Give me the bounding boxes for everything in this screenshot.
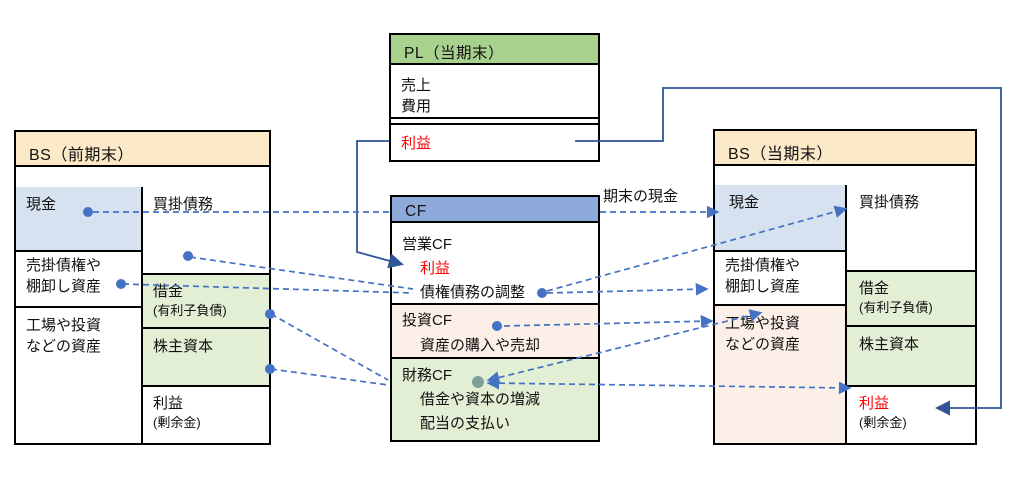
cf-operating-profit-label: 利益 — [420, 260, 451, 277]
bs-curr-receivables-line1: 売掛債権や — [725, 257, 801, 274]
pl-header: PL（当期末） — [391, 35, 598, 65]
pl-profit-cell: 利益 — [391, 123, 598, 160]
bs-curr-payables-cell: 買掛債務 — [847, 185, 975, 272]
bs-curr-cash-cell: 現金 — [715, 185, 847, 252]
bs-prev-receivables-line2: 棚卸し資産 — [26, 278, 102, 295]
bs-curr-debt-cell: 借金 (有利子負債) — [847, 272, 975, 327]
bs-curr-header: BS（当期末） — [715, 131, 975, 166]
bs-prev-profit-sub: (剰余金) — [153, 415, 201, 430]
bs-prev-receivables-line1: 売掛債権や — [26, 257, 102, 274]
bs-prev-plant-line1: 工場や投資 — [26, 317, 102, 334]
bs-curr-profit-label: 利益 — [859, 395, 890, 412]
cf-title: CF — [405, 203, 427, 220]
bs-prev-plant-cell: 工場や投資 などの資産 — [16, 308, 143, 443]
bs-curr-cash-label: 現金 — [729, 194, 760, 211]
pl-body-cell: 売上 費用 — [391, 68, 598, 119]
bs-curr-debt-sub: (有利子負債) — [859, 300, 933, 315]
bs-curr-equity-label: 株主資本 — [859, 336, 920, 353]
bs-prev-profit-cell: 利益 (剰余金) — [143, 387, 269, 443]
pl-profit-label: 利益 — [401, 135, 432, 152]
bs-curr-debt-label: 借金 — [859, 280, 890, 297]
cf-financing-detail2-label: 配当の支払い — [420, 415, 511, 432]
dashed-line-prev-equity-to-cf-financing — [270, 368, 389, 386]
cf-financing-detail1-label: 借金や資本の増減 — [420, 391, 541, 408]
cf-operating-section: 営業CF 利益 債権債務の調整 — [392, 229, 598, 305]
bs-prev-box: BS（前期末） 現金 売掛債権や 棚卸し資産 工場や投資 などの資産 買掛債務 … — [14, 130, 271, 445]
cf-financing-label: 財務CF — [402, 367, 452, 384]
period-end-cash-label: 期末の現金 — [603, 188, 679, 205]
cf-investing-section: 投資CF 資産の購入や売却 — [392, 305, 598, 359]
bs-curr-receivables-line2: 棚卸し資産 — [725, 278, 801, 295]
bs-curr-box: BS（当期末） 現金 売掛債権や 棚卸し資産 工場や投資 などの資産 買掛債務 … — [713, 129, 977, 445]
pl-box: PL（当期末） 売上 費用 利益 — [389, 33, 600, 162]
bs-prev-equity-label: 株主資本 — [153, 338, 214, 355]
bs-curr-plant-line1: 工場や投資 — [725, 315, 801, 332]
bs-prev-debt-cell: 借金 (有利子負債) — [143, 275, 269, 329]
bs-curr-profit-cell: 利益 (剰余金) — [847, 387, 975, 443]
bs-curr-payables-label: 買掛債務 — [859, 194, 920, 211]
pl-expenses-label: 費用 — [401, 98, 432, 115]
bs-prev-receivables-cell: 売掛債権や 棚卸し資産 — [16, 252, 143, 308]
bs-prev-debt-label: 借金 — [153, 283, 184, 300]
bs-curr-title: BS（当期末） — [728, 146, 833, 163]
cf-header: CF — [392, 197, 598, 223]
bs-prev-cash-label: 現金 — [26, 196, 57, 213]
bs-curr-receivables-cell: 売掛債権や 棚卸し資産 — [715, 252, 847, 306]
bs-prev-header: BS（前期末） — [16, 132, 269, 167]
cf-financing-section: 財務CF 借金や資本の増減 配当の支払い — [392, 359, 598, 440]
cf-operating-label: 営業CF — [402, 236, 452, 253]
bs-prev-payables-cell: 買掛債務 — [143, 187, 269, 275]
pl-sales-label: 売上 — [401, 77, 432, 94]
bs-prev-profit-label: 利益 — [153, 395, 184, 412]
bs-prev-payables-label: 買掛債務 — [153, 196, 214, 213]
pl-title: PL（当期末） — [404, 45, 504, 62]
bs-curr-equity-cell: 株主資本 — [847, 327, 975, 387]
bs-prev-equity-cell: 株主資本 — [143, 329, 269, 387]
bs-prev-title: BS（前期末） — [29, 147, 134, 164]
bs-prev-debt-sub: (有利子負債) — [153, 303, 227, 318]
bs-curr-plant-line2: などの資産 — [725, 336, 801, 353]
bs-prev-cash-cell: 現金 — [16, 187, 143, 252]
cf-investing-label: 投資CF — [402, 312, 452, 329]
cf-operating-adjustment-label: 債権債務の調整 — [420, 284, 526, 301]
cf-investing-detail-label: 資産の購入や売却 — [420, 337, 541, 354]
dashed-line-prev-debt-to-cf-financing — [270, 313, 389, 381]
cf-box: CF 営業CF 利益 債権債務の調整 投資CF 資産の購入や売却 財務CF 借金… — [390, 195, 600, 442]
bs-prev-plant-line2: などの資産 — [26, 338, 102, 355]
bs-curr-profit-sub: (剰余金) — [859, 415, 907, 430]
bs-curr-plant-cell: 工場や投資 などの資産 — [715, 306, 847, 443]
